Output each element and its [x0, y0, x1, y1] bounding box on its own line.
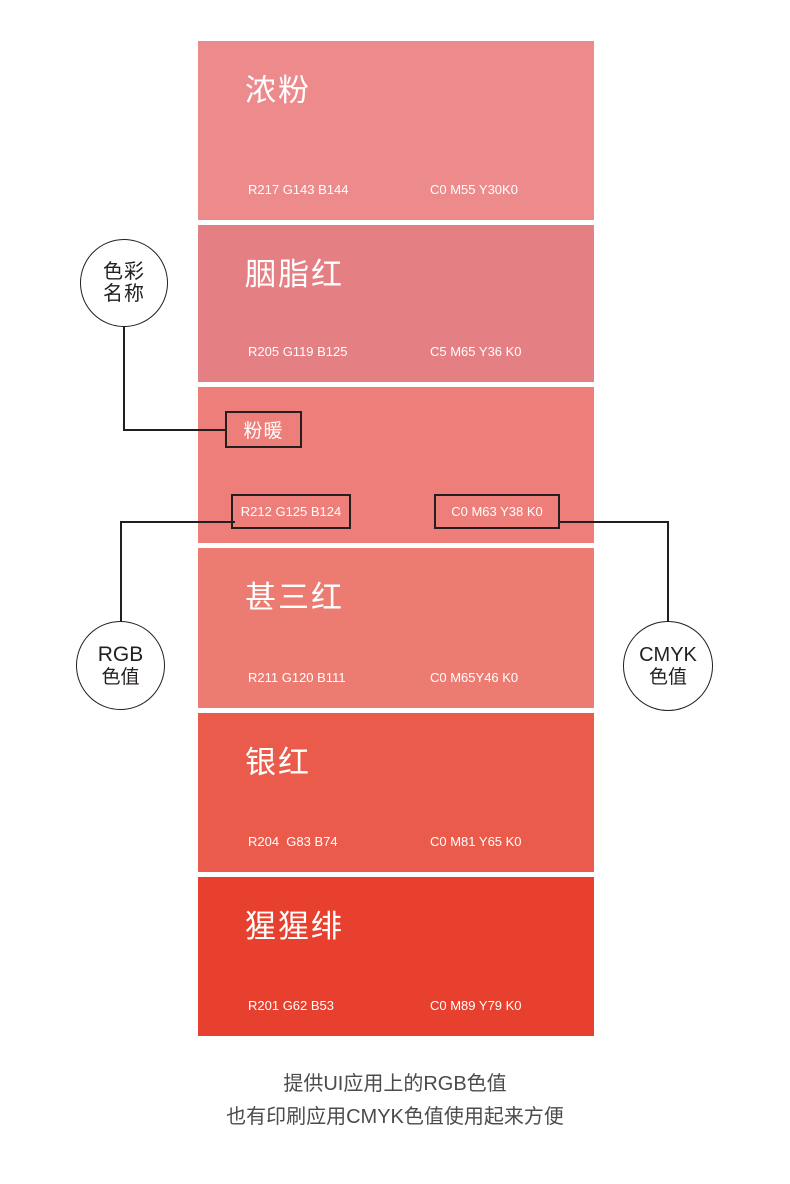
annotation-color-name-line1: 色彩 — [103, 260, 145, 283]
swatch-values-5: R204 G83 B74 C0 M81 Y65 K0 — [198, 834, 594, 850]
swatch-cmyk-value-5: C0 M81 Y65 K0 — [430, 834, 522, 849]
swatch-cmyk-value-4: C0 M65Y46 K0 — [430, 670, 519, 685]
color-swatch-6[interactable]: 猩猩绯 R201 G62 B53 C0 M89 Y79 K0 — [198, 877, 594, 1036]
connector-line-color-name-horizontal — [123, 429, 227, 431]
color-swatch-2[interactable]: 胭脂红 R205 G119 B125 C5 M65 Y36 K0 — [198, 225, 594, 382]
color-swatch-4[interactable]: 甚三红 R211 G120 B111 C0 M65Y46 K0 — [198, 548, 594, 708]
annotation-rgb-line2: 色值 — [101, 666, 140, 688]
swatch-rgb-value-1: R217 G143 B144 — [248, 182, 349, 197]
annotation-cmyk-line1: CMYK — [639, 644, 697, 667]
swatch-values-1: R217 G143 B144 C0 M55 Y30K0 — [198, 182, 594, 198]
footer-caption: 提供UI应用上的RGB色值 也有印刷应用CMYK色值使用起来方便 — [0, 1068, 790, 1134]
footer-line-2: 也有印刷应用CMYK色值使用起来方便 — [226, 1106, 564, 1128]
color-swatch-5[interactable]: 银红 R204 G83 B74 C0 M81 Y65 K0 — [198, 713, 594, 872]
annotation-circle-rgb: RGB 色值 — [76, 621, 165, 710]
swatch-name-1: 浓粉 — [245, 73, 311, 108]
swatch-rgb-value-4: R211 G120 B111 — [248, 670, 346, 685]
connector-line-cmyk-vertical — [667, 521, 669, 622]
annotation-cmyk-line2: 色值 — [648, 666, 687, 688]
color-swatch-3[interactable]: 粉暖 R212 G125 B124 C0 M63 Y38 K0 — [198, 387, 594, 543]
swatch-name-6: 猩猩绯 — [245, 909, 344, 944]
connector-line-cmyk-horizontal — [560, 521, 668, 523]
swatch-name-5: 银红 — [245, 745, 311, 780]
connector-line-rgb-vertical — [120, 521, 122, 622]
swatch-cmyk-value-2: C5 M65 Y36 K0 — [430, 344, 522, 359]
footer-line-1: 提供UI应用上的RGB色值 — [283, 1073, 507, 1095]
annotation-color-name-line2: 名称 — [103, 283, 145, 305]
annotation-circle-cmyk: CMYK 色值 — [623, 621, 713, 711]
color-palette-stack: 浓粉 R217 G143 B144 C0 M55 Y30K0 胭脂红 R205 … — [198, 41, 594, 1041]
callout-box-cmyk-value: C0 M63 Y38 K0 — [434, 494, 560, 529]
annotation-circle-color-name: 色彩 名称 — [80, 239, 168, 327]
swatch-values-6: R201 G62 B53 C0 M89 Y79 K0 — [198, 998, 594, 1014]
swatch-cmyk-value-1: C0 M55 Y30K0 — [430, 182, 518, 197]
swatch-values-2: R205 G119 B125 C5 M65 Y36 K0 — [198, 344, 594, 360]
connector-line-color-name-vertical — [123, 326, 125, 431]
callout-box-color-name: 粉暖 — [225, 411, 302, 448]
swatch-rgb-value-6: R201 G62 B53 — [248, 998, 335, 1013]
color-swatch-1[interactable]: 浓粉 R217 G143 B144 C0 M55 Y30K0 — [198, 41, 594, 220]
connector-line-rgb-horizontal — [120, 521, 235, 523]
callout-box-rgb-value: R212 G125 B124 — [231, 494, 351, 529]
swatch-name-2: 胭脂红 — [245, 257, 344, 292]
annotation-rgb-line1: RGB — [97, 643, 144, 667]
swatch-name-4: 甚三红 — [245, 580, 344, 615]
swatch-rgb-value-2: R205 G119 B125 — [248, 344, 348, 359]
swatch-values-4: R211 G120 B111 C0 M65Y46 K0 — [198, 670, 594, 686]
swatch-cmyk-value-6: C0 M89 Y79 K0 — [430, 998, 522, 1013]
swatch-rgb-value-5: R204 G83 B74 — [248, 834, 338, 849]
